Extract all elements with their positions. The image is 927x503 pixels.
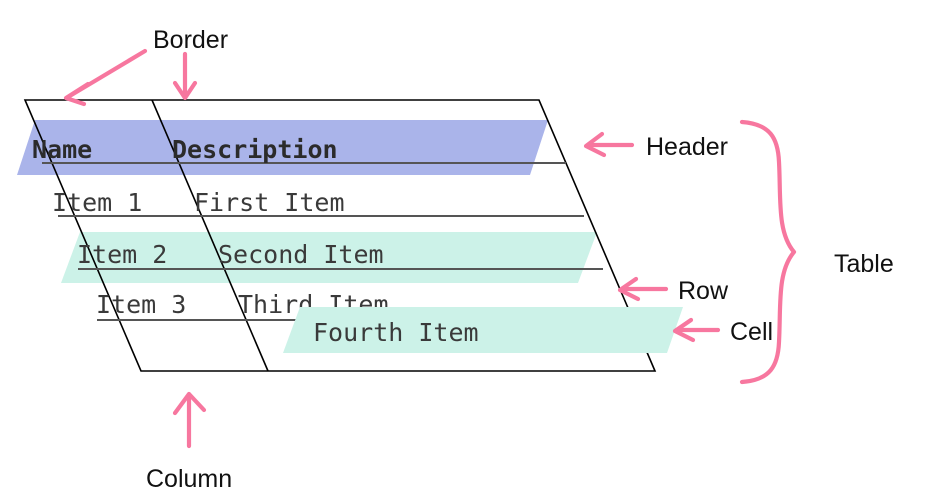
- cell-highlight-band: [283, 307, 683, 353]
- row-highlight-band: [61, 232, 597, 283]
- row-2-name: Item 2: [77, 240, 167, 269]
- header-cell-name: Name: [32, 135, 92, 164]
- cell-arrow: [672, 317, 721, 343]
- annotation-label-header: Header: [646, 133, 728, 161]
- floating-cell-label: Fourth Item: [313, 318, 479, 347]
- row-1-description: First Item: [194, 188, 345, 217]
- border-arrow-vertical: [172, 51, 198, 101]
- row-1-name: Item 1: [52, 188, 142, 217]
- border-arrow-diagonal: [63, 48, 148, 107]
- annotation-label-column: Column: [146, 465, 232, 493]
- table-outer-border: [23, 99, 657, 372]
- annotation-label-table: Table: [834, 250, 894, 278]
- header-highlight-band: [17, 120, 548, 175]
- table-brace: [739, 119, 797, 385]
- row-3-name: Item 3: [96, 290, 186, 319]
- row-2-description: Second Item: [218, 240, 384, 269]
- header-cell-description: Description: [172, 135, 338, 164]
- column-arrow: [172, 391, 207, 449]
- header-arrow: [583, 131, 635, 158]
- annotation-label-border: Border: [153, 26, 228, 54]
- annotation-label-cell: Cell: [730, 318, 773, 346]
- column-divider-border: [151, 99, 269, 372]
- row-arrow: [617, 276, 669, 302]
- annotation-label-row: Row: [678, 277, 729, 305]
